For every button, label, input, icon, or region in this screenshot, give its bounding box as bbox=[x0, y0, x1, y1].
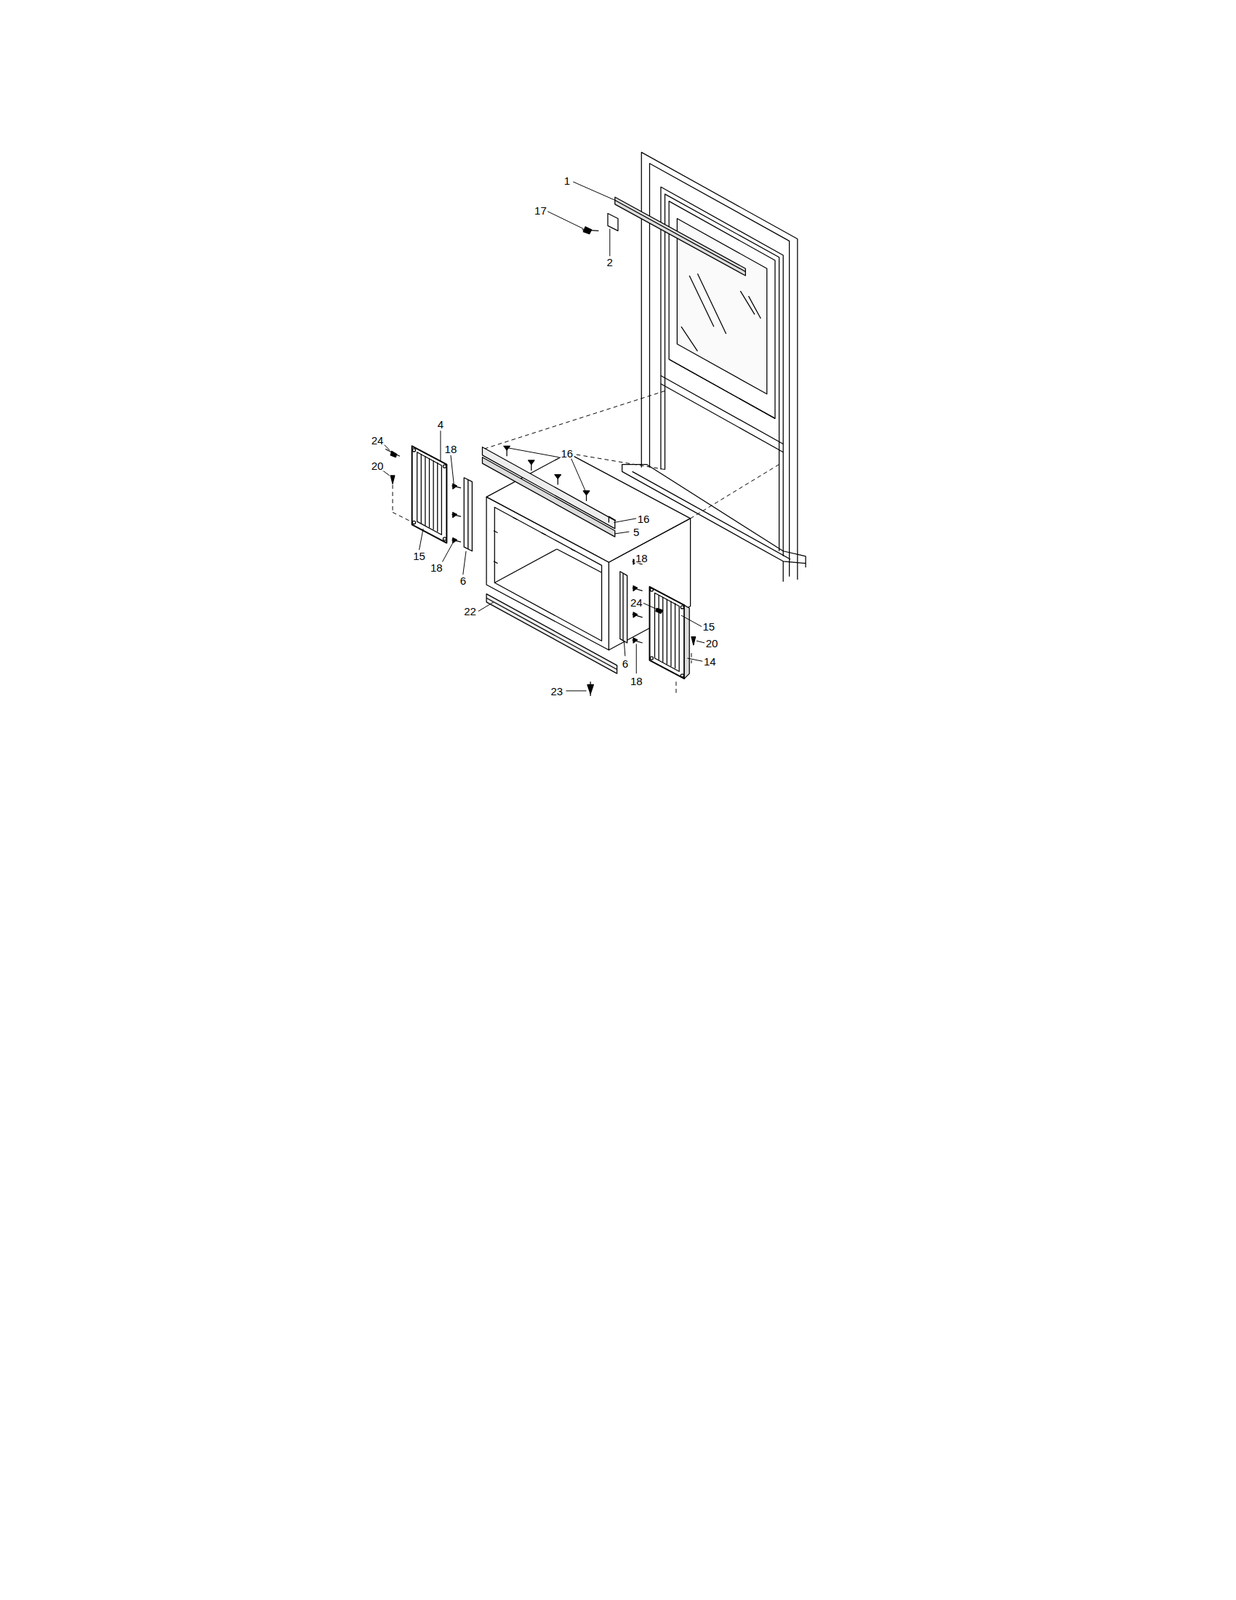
callout-number: 16 bbox=[560, 447, 575, 459]
sleeve-rail bbox=[482, 445, 616, 537]
callout-number: 23 bbox=[549, 684, 564, 696]
bottom-rail bbox=[486, 594, 618, 696]
callout-number: 20 bbox=[705, 636, 720, 648]
callout-number: 18 bbox=[634, 552, 649, 564]
callout-number: 5 bbox=[632, 525, 640, 537]
callout-number: 1 bbox=[563, 175, 571, 187]
callout-number: 24 bbox=[629, 596, 644, 608]
callout-number: 18 bbox=[629, 674, 644, 686]
callout-number: 20 bbox=[370, 459, 385, 471]
callout-number: 15 bbox=[412, 550, 427, 562]
callout-number: 16 bbox=[636, 512, 651, 524]
callout-number: 15 bbox=[701, 620, 716, 632]
callout-number: 6 bbox=[459, 575, 467, 587]
side-strip-left bbox=[451, 477, 472, 552]
callout-number: 18 bbox=[429, 561, 444, 573]
side-panel-left bbox=[385, 445, 447, 543]
callout-number: 17 bbox=[533, 204, 548, 216]
top-rail bbox=[582, 197, 746, 276]
callout-number: 4 bbox=[436, 418, 445, 430]
leader-lines bbox=[381, 181, 706, 691]
callout-number: 22 bbox=[463, 605, 477, 617]
callout-number: 24 bbox=[370, 434, 385, 445]
side-strip-right bbox=[620, 559, 643, 643]
projection-lines bbox=[392, 391, 780, 696]
callout-number: 18 bbox=[444, 443, 459, 455]
callout-number: 6 bbox=[621, 657, 629, 669]
side-panel-right bbox=[649, 586, 696, 679]
callout-number: 14 bbox=[703, 655, 717, 666]
callout-number: 2 bbox=[606, 256, 614, 268]
